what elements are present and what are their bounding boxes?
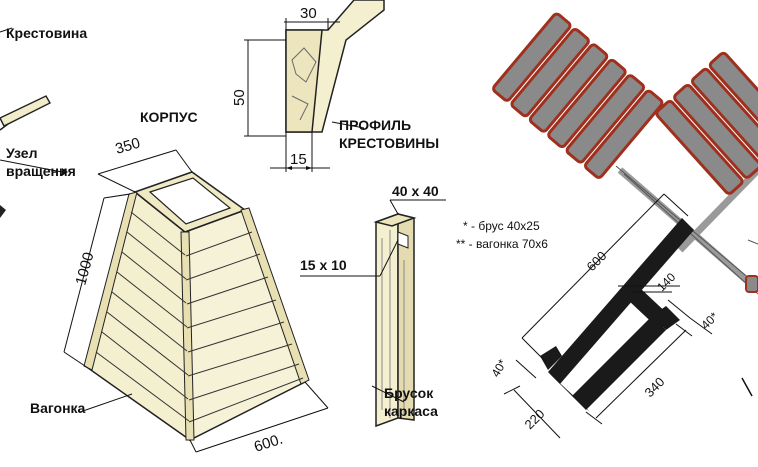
leader-vagonka <box>79 393 133 413</box>
blade-right <box>655 51 758 293</box>
label-profil-line2: КРЕСТОВИНЫ <box>339 135 439 151</box>
dim-plan-40-left: 40* <box>488 357 509 380</box>
label-brusok-line2: каркаса <box>384 403 438 419</box>
node-fragment <box>0 205 6 218</box>
left-fragments <box>0 27 68 218</box>
dim-profile-height: 50 <box>231 89 248 106</box>
dim-plan-220: 220 <box>522 406 548 432</box>
dim-bar-size: 40 x 40 <box>392 183 439 199</box>
legend-line-2: ** - вагонка 70x6 <box>456 237 548 251</box>
label-brusok: Брусок <box>384 385 434 401</box>
dim-profile-top: 30 <box>300 5 317 22</box>
left-face-planks <box>95 211 190 422</box>
blade-left <box>492 12 664 179</box>
label-vagonka: Вагонка <box>30 400 86 416</box>
dim-groove-size: 15 x 10 <box>300 257 347 273</box>
krestovina-profile <box>244 0 385 172</box>
leader-krestovina <box>0 27 13 33</box>
plan-dimensions <box>503 193 713 439</box>
dim-profile-bottom: 15 <box>290 151 307 168</box>
right-face-planks <box>185 231 304 423</box>
dim-plan-inner: 140 <box>654 270 678 294</box>
label-uzel: Узел <box>6 145 37 161</box>
frame-long-side <box>548 218 694 384</box>
dim-korpus-base: 600. <box>252 431 285 456</box>
label-uzel-line2: вращения <box>6 163 76 179</box>
dim-plan-40-right: 40* <box>698 309 721 332</box>
dim-korpus-top: 350 <box>113 135 142 158</box>
korpus-body <box>63 149 329 453</box>
dim-korpus-height: 1000 <box>72 250 97 287</box>
blade-right-planks <box>655 51 758 195</box>
dim-plan-length: 600 <box>584 248 610 274</box>
label-korpus: КОРПУС <box>140 109 198 125</box>
frame-inner-bar <box>628 288 672 330</box>
krestovina-fragment <box>0 95 51 127</box>
label-profil: ПРОФИЛЬ <box>339 117 411 133</box>
korpus-dimensions <box>63 149 329 453</box>
legend-line-1: * - брус 40x25 <box>463 219 540 233</box>
frame-bar <box>300 199 446 428</box>
leader-uzel <box>0 159 63 173</box>
frame-short-side <box>572 316 666 410</box>
plan-frame <box>503 193 713 439</box>
dim-plan-340: 340 <box>642 374 668 400</box>
blade-left-planks <box>492 12 664 179</box>
label-krestovina: Крестовина <box>6 25 87 41</box>
